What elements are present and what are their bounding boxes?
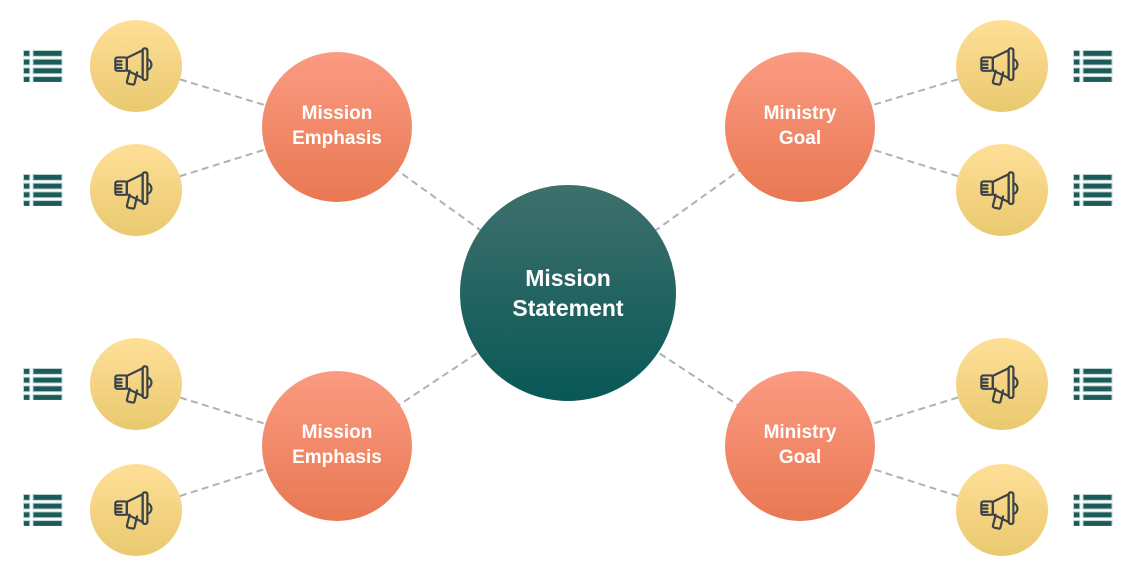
megaphone-icon bbox=[114, 365, 153, 404]
megaphone-icon bbox=[114, 491, 153, 530]
list-icon-glyph bbox=[23, 494, 63, 527]
list-icon[interactable] bbox=[23, 494, 63, 527]
megaphone-icon bbox=[114, 47, 153, 86]
list-icon-glyph bbox=[1073, 174, 1113, 207]
leaf-node-bottom-right-2[interactable] bbox=[956, 464, 1048, 556]
center-node-mission-statement[interactable]: Mission Statement bbox=[460, 185, 676, 401]
list-icon-glyph bbox=[23, 50, 63, 83]
list-icon-glyph bbox=[23, 174, 63, 207]
list-icon[interactable] bbox=[1073, 50, 1113, 83]
branch-node-label: Ministry Goal bbox=[763, 103, 837, 149]
list-icon[interactable] bbox=[1073, 368, 1113, 401]
megaphone-icon bbox=[980, 491, 1019, 530]
list-icon[interactable] bbox=[1073, 174, 1113, 207]
branch-node-label: Mission Emphasis bbox=[292, 103, 382, 149]
leaf-node-bottom-left-1[interactable] bbox=[90, 338, 182, 430]
leaf-node-top-left-1[interactable] bbox=[90, 20, 182, 112]
megaphone-icon bbox=[980, 171, 1019, 210]
branch-node-top-left[interactable]: Mission Emphasis bbox=[262, 52, 412, 202]
megaphone-icon bbox=[980, 47, 1019, 86]
list-icon[interactable] bbox=[23, 50, 63, 83]
list-icon-glyph bbox=[23, 368, 63, 401]
list-icon[interactable] bbox=[23, 174, 63, 207]
list-icon-glyph bbox=[1073, 50, 1113, 83]
leaf-node-top-left-2[interactable] bbox=[90, 144, 182, 236]
branch-node-label: Ministry Goal bbox=[763, 422, 837, 468]
list-icon-glyph bbox=[1073, 494, 1113, 527]
leaf-node-bottom-left-2[interactable] bbox=[90, 464, 182, 556]
list-icon-glyph bbox=[1073, 368, 1113, 401]
branch-node-bottom-right[interactable]: Ministry Goal bbox=[725, 371, 875, 521]
list-icon[interactable] bbox=[23, 368, 63, 401]
branch-node-bottom-left[interactable]: Mission Emphasis bbox=[262, 371, 412, 521]
branch-node-label: Mission Emphasis bbox=[292, 422, 382, 468]
list-icon[interactable] bbox=[1073, 494, 1113, 527]
center-node-label: Mission Statement bbox=[512, 264, 624, 321]
leaf-node-top-right-2[interactable] bbox=[956, 144, 1048, 236]
leaf-node-top-right-1[interactable] bbox=[956, 20, 1048, 112]
megaphone-icon bbox=[980, 365, 1019, 404]
megaphone-icon bbox=[114, 171, 153, 210]
branch-node-top-right[interactable]: Ministry Goal bbox=[725, 52, 875, 202]
leaf-node-bottom-right-1[interactable] bbox=[956, 338, 1048, 430]
